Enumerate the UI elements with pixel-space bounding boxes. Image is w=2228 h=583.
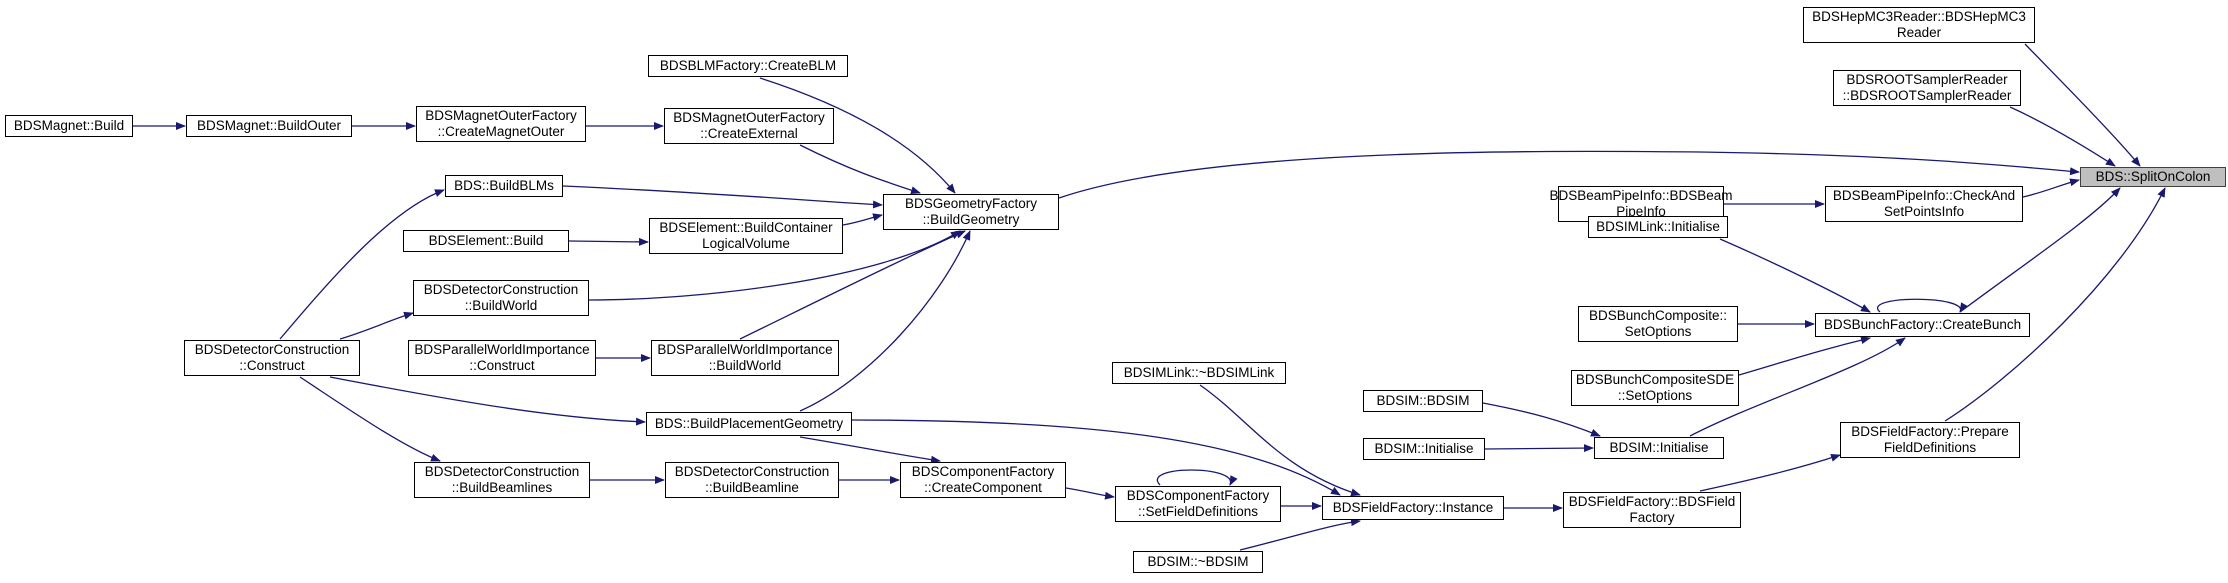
edge-construct-buildblms [279, 189, 445, 340]
node-bdsim-init2[interactable]: BDSIM::Initialise [1594, 437, 1724, 459]
node-magnet-buildouter[interactable]: BDSMagnet::BuildOuter [186, 115, 352, 137]
node-bunchcompsde[interactable]: BDSBunchCompositeSDE ::SetOptions [1571, 370, 1739, 406]
node-blmfactory[interactable]: BDSBLMFactory::CreateBLM [648, 55, 848, 77]
node-imlink-init[interactable]: BDSIMLink::Initialise [1588, 216, 1728, 238]
node-bpinfo-check[interactable]: BDSBeamPipeInfo::CheckAnd SetPointsInfo [1825, 186, 2023, 222]
node-compfactory-setfield[interactable]: BDSComponentFactory ::SetFieldDefinition… [1115, 486, 1281, 522]
node-element-build[interactable]: BDSElement::Build [403, 230, 569, 252]
node-pwi-buildworld[interactable]: BDSParallelWorldImportance ::BuildWorld [651, 340, 839, 376]
edge-construct-beamlines [299, 376, 441, 462]
node-fieldfactory-ctor[interactable]: BDSFieldFactory::BDSField Factory [1563, 492, 1741, 528]
edge-compcreate-setfield [1065, 487, 1115, 500]
node-root: BDS::SplitOnColon [2080, 167, 2226, 187]
node-rootsampler[interactable]: BDSROOTSamplerReader ::BDSROOTSamplerRea… [1833, 70, 2021, 106]
node-pwi-construct[interactable]: BDSParallelWorldImportance ::Construct [408, 340, 596, 376]
edge-bdsimdtor-fieldinst [1239, 518, 1361, 551]
edge-buildblms-geomfactory [562, 185, 883, 209]
node-bdsim-init1[interactable]: BDSIM::Initialise [1363, 438, 1485, 460]
node-bunchcomp[interactable]: BDSBunchComposite:: SetOptions [1578, 306, 1738, 342]
edge-buildplacement-fieldinst [851, 419, 1341, 496]
node-detcon-buildbeamlines[interactable]: BDSDetectorConstruction ::BuildBeamlines [414, 462, 590, 498]
edge-setfield-self [1156, 469, 1238, 486]
node-fieldfactory-prep[interactable]: BDSFieldFactory::Prepare FieldDefinition… [1840, 422, 2020, 458]
edge-fieldprep-root [1944, 187, 2166, 422]
node-magnet-build[interactable]: BDSMagnet::Build [5, 115, 133, 137]
node-imlink-dtor[interactable]: BDSIMLink::~BDSIMLink [1112, 362, 1286, 384]
node-element-container[interactable]: BDSElement::BuildContainer LogicalVolume [649, 218, 843, 254]
edge-hepmc3-root [2024, 43, 2141, 167]
node-magouter-create[interactable]: BDSMagnetOuterFactory ::CreateMagnetOute… [416, 106, 586, 142]
edge-bunchcompsde-bunchfactory [1738, 336, 1871, 376]
edge-magexternal-geomfactory [799, 144, 921, 195]
edge-blmfactory-geomfactory [759, 77, 956, 194]
node-bdsim-dtor[interactable]: BDSIM::~BDSIM [1133, 551, 1263, 573]
node-magouter-external[interactable]: BDSMagnetOuterFactory ::CreateExternal [664, 108, 834, 144]
edge-geomfactory-root [1058, 150, 2080, 199]
node-geomfactory[interactable]: BDSGeometryFactory ::BuildGeometry [883, 194, 1059, 230]
edge-fieldctor-fieldprep [1699, 453, 1841, 492]
edge-bunchfactory-self [1876, 298, 1968, 313]
edge-bunchfactory-root [1959, 187, 2121, 313]
edge-rootsampler-root [2009, 106, 2116, 167]
edge-imlinkinit-bunchfactory [1719, 238, 1871, 313]
edge-bdsiminit1-bdsiminit2 [1484, 444, 1594, 453]
node-detcon-buildworld[interactable]: BDSDetectorConstruction ::BuildWorld [413, 280, 589, 316]
edge-bdsiminit2-bunchfactory [1689, 337, 1906, 437]
edge-bdsimctor-bdsiminit2 [1482, 402, 1601, 437]
edge-imlinkdtor-fieldinst [1199, 384, 1361, 497]
node-detcon-construct[interactable]: BDSDetectorConstruction ::Construct [184, 340, 360, 376]
edge-buildworld-geomfactory [588, 230, 961, 301]
edge-elementbuild-container [568, 237, 649, 246]
edge-container-geomfactory [842, 213, 883, 226]
edge-construct-buildplacement [329, 376, 646, 426]
node-detcon-buildbeamline[interactable]: BDSDetectorConstruction ::BuildBeamline [665, 462, 839, 498]
node-buildblms[interactable]: BDS::BuildBLMs [445, 175, 563, 197]
node-buildplacement[interactable]: BDS::BuildPlacementGeometry [646, 412, 852, 436]
edge-buildplacement-compcreate [799, 436, 941, 464]
node-bunchfactory[interactable]: BDSBunchFactory::CreateBunch [1815, 313, 2030, 337]
edge-construct-buildworld [339, 311, 414, 340]
edge-bpinfo-check-root [2022, 178, 2080, 198]
node-fieldfactory-inst[interactable]: BDSFieldFactory::Instance [1322, 496, 1504, 520]
node-compfactory-create[interactable]: BDSComponentFactory ::CreateComponent [900, 462, 1066, 498]
node-hepmc3[interactable]: BDSHepMC3Reader::BDSHepMC3 Reader [1803, 7, 2035, 43]
edge-buildplacement-geomfactory [799, 230, 971, 412]
node-bdsim-ctor[interactable]: BDSIM::BDSIM [1363, 390, 1483, 412]
